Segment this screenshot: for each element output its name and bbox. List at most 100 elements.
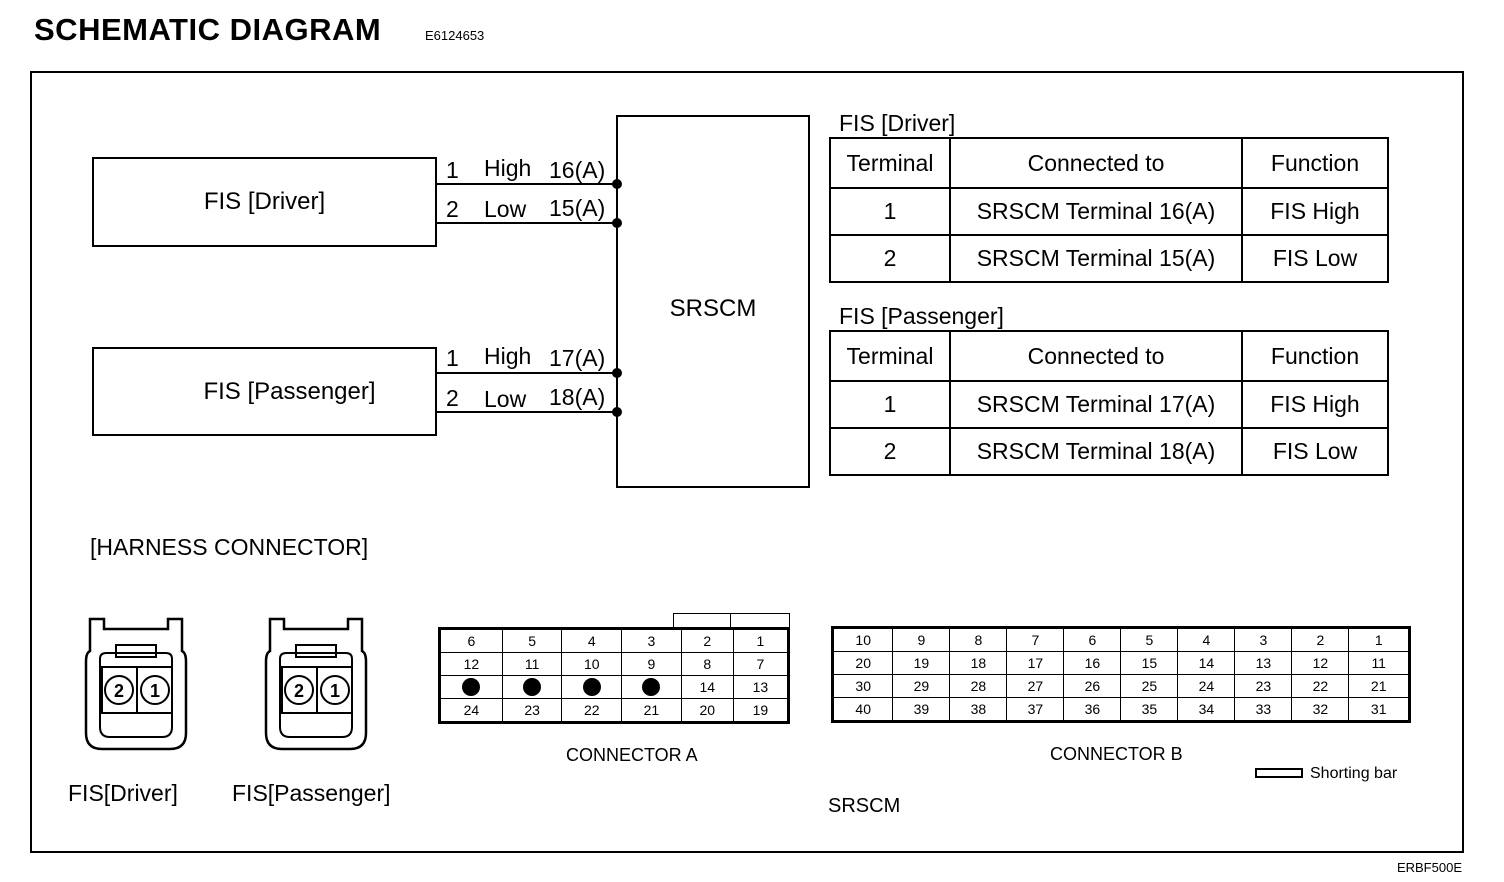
wire-name-label: High [484, 155, 532, 181]
pin-cell: 23 [1234, 674, 1293, 698]
table-header-row: Terminal Connected to Function [829, 330, 1389, 382]
pin-cell: 31 [1348, 697, 1410, 722]
wire-name-label: High [484, 343, 532, 369]
table-row: 1 SRSCM Terminal 17(A) FIS High [829, 380, 1389, 429]
footer-code: ERBF500E [1396, 860, 1462, 875]
fis-passenger-box: FIS [Passenger] [92, 347, 437, 436]
table-row: 1 SRSCM Terminal 16(A) FIS High [829, 187, 1389, 236]
wire-driver-low [436, 222, 617, 224]
table-cell: FIS Low [1241, 234, 1389, 283]
plug-pin-label: 1 [150, 681, 160, 701]
shorting-bar-legend-icon [1255, 768, 1303, 778]
wire-name-label: Low [484, 196, 527, 222]
pin-cell: 3 [1234, 627, 1293, 652]
pin-cell: 11 [501, 652, 563, 676]
pin-cell: 7 [1006, 627, 1065, 652]
plug-pin-label: 2 [294, 681, 304, 701]
filled-pin-icon [642, 678, 661, 697]
pin-cell: 34 [1177, 697, 1236, 722]
pin-cell: 27 [1006, 674, 1065, 698]
pin-cell: 15 [1120, 651, 1179, 675]
pin-cell: 32 [1291, 697, 1350, 722]
srscm-box: SRSCM [616, 115, 810, 488]
pin-cell: 38 [949, 697, 1008, 722]
pin-cell: 24 [439, 698, 503, 723]
pin-cell: 17 [1006, 651, 1065, 675]
connector-b-label: CONNECTOR B [1050, 744, 1183, 764]
pin-cell: 6 [439, 628, 503, 653]
connector-row: 40 39 38 37 36 35 34 33 32 31 [831, 697, 1410, 722]
pin-cell: 1 [1348, 627, 1410, 652]
connector-a-latch [673, 613, 731, 627]
table-cell: SRSCM Terminal 15(A) [949, 234, 1243, 283]
fis-driver-plug-label: FIS[Driver] [68, 780, 178, 806]
pin-cell: 23 [501, 698, 563, 723]
passenger-table-title: FIS [Passenger] [839, 303, 1004, 329]
pin-cell: 14 [680, 675, 734, 699]
driver-terminal-table: Terminal Connected to Function 1 SRSCM T… [829, 137, 1389, 283]
plug-pin-label: 2 [114, 681, 124, 701]
pin-cell: 13 [732, 675, 790, 699]
pin-cell: 4 [561, 628, 623, 653]
pin-cell: 2 [1291, 627, 1350, 652]
table-cell: FIS Low [1241, 427, 1389, 476]
pin-cell: 36 [1063, 697, 1122, 722]
connector-row: 12 11 10 9 8 7 [439, 652, 790, 676]
pin-cell: 7 [732, 652, 790, 676]
fis-passenger-box-label: FIS [Passenger] [203, 377, 376, 405]
srscm-box-label: SRSCM [669, 295, 757, 322]
connector-row: 10 9 8 7 6 5 4 3 2 1 [831, 627, 1410, 652]
diagram-code: E6124653 [425, 28, 485, 43]
pin-cell: 14 [1177, 651, 1236, 675]
wire-pin-label: 2 [446, 385, 459, 411]
wire-pin-label: 1 [446, 157, 459, 183]
driver-table-title: FIS [Driver] [839, 110, 956, 136]
pin-cell: 24 [1177, 674, 1236, 698]
pin-cell: 28 [949, 674, 1008, 698]
table-cell: 2 [829, 427, 951, 476]
wire-terminal-label: 17(A) [549, 345, 606, 371]
table-header-cell: Function [1241, 137, 1389, 189]
pin-cell: 4 [1177, 627, 1236, 652]
pin-cell: 11 [1348, 651, 1410, 675]
pin-cell: 8 [680, 652, 734, 676]
fis-driver-box-label: FIS [Driver] [203, 188, 326, 215]
table-cell: 1 [829, 380, 951, 429]
junction-dot [612, 179, 622, 189]
plug-pin-label: 1 [330, 681, 340, 701]
table-cell: 2 [829, 234, 951, 283]
pin-cell: 6 [1063, 627, 1122, 652]
table-header-row: Terminal Connected to Function [829, 137, 1389, 189]
junction-dot [612, 218, 622, 228]
pin-cell: 13 [1234, 651, 1293, 675]
fis-passenger-plug-label: FIS[Passenger] [232, 780, 391, 806]
pin-cell: 10 [831, 627, 894, 652]
wire-terminal-label: 15(A) [549, 195, 606, 221]
pin-cell: 5 [1120, 627, 1179, 652]
pin-cell: 9 [621, 652, 682, 676]
filled-pin-icon [462, 678, 481, 697]
table-header-cell: Connected to [949, 330, 1243, 382]
table-header-cell: Terminal [829, 330, 951, 382]
table-header-cell: Terminal [829, 137, 951, 189]
harness-connector-title: [HARNESS CONNECTOR] [90, 534, 369, 560]
fis-driver-plug-icon: 2 1 [84, 617, 188, 751]
junction-dot [612, 368, 622, 378]
pin-cell: 22 [1291, 674, 1350, 698]
connector-row: 30 29 28 27 26 25 24 23 22 21 [831, 674, 1410, 698]
connector-row: 20 19 18 17 16 15 14 13 12 11 [831, 651, 1410, 675]
table-cell: 1 [829, 187, 951, 236]
pin-cell: 5 [501, 628, 563, 653]
diagram-frame [30, 71, 1464, 853]
table-cell: SRSCM Terminal 16(A) [949, 187, 1243, 236]
pin-cell: 12 [1291, 651, 1350, 675]
connector-row: 14 13 [439, 675, 790, 699]
connector-row: 24 23 22 21 20 19 [439, 698, 790, 723]
filled-pin-cell [561, 675, 623, 699]
filled-pin-icon [523, 678, 542, 697]
pin-cell: 10 [561, 652, 623, 676]
table-cell: FIS High [1241, 380, 1389, 429]
wire-terminal-label: 18(A) [549, 384, 606, 410]
pin-cell: 22 [561, 698, 623, 723]
pin-cell: 18 [949, 651, 1008, 675]
